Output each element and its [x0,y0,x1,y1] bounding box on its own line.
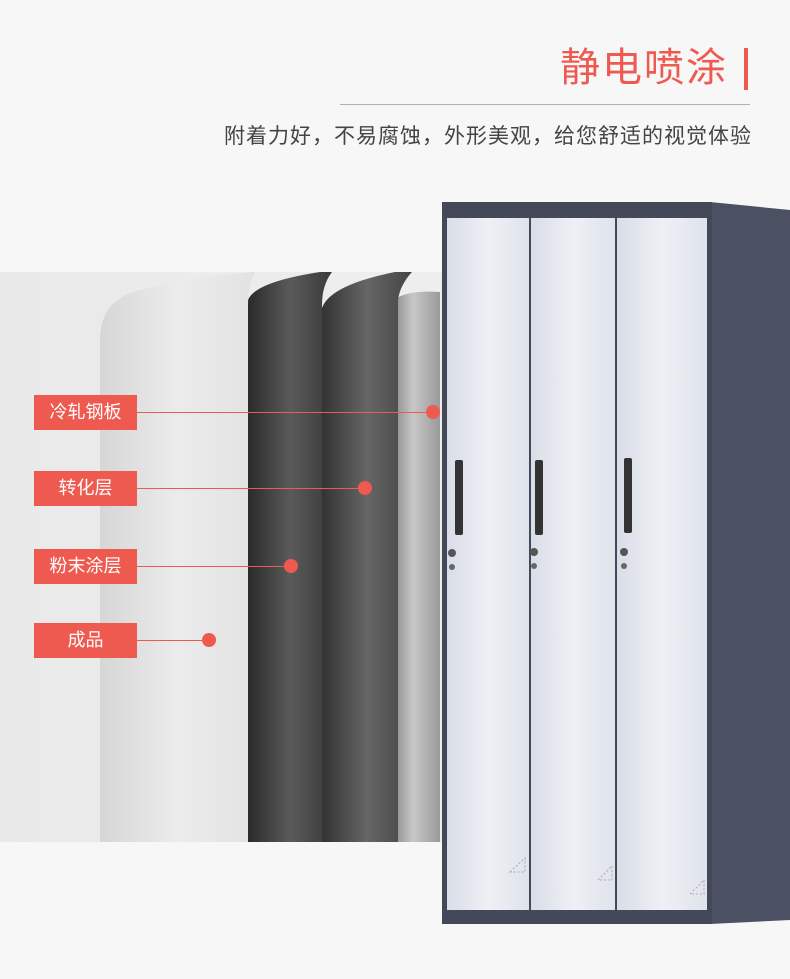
door-2-handle [535,460,543,535]
layer-powder-coating [248,272,332,842]
callout-dot-4 [202,633,216,647]
layer-conversion [322,272,412,842]
locker-door-1 [447,218,529,910]
layer-finished [100,272,255,842]
section-title: 静电喷涂 [560,45,728,91]
callout-line-1 [137,412,433,413]
header-divider [340,104,750,105]
door-3-handle [624,458,632,533]
locker-door-2 [531,218,615,910]
callout-dot-1 [426,405,440,419]
locker-door-3 [617,218,707,910]
door-1-handle [455,460,463,535]
callout-line-4 [137,640,209,641]
locker-cabinet [442,202,790,924]
layer-steel-plate [395,291,440,843]
callout-dot-2 [358,481,372,495]
callout-label-finished: 成品 [34,623,137,658]
title-accent-bar [744,48,748,90]
callout-label-powder-coating: 粉末涂层 [34,549,137,584]
callout-line-2 [137,488,365,489]
callout-label-conversion-layer: 转化层 [34,471,137,506]
callout-label-cold-rolled-steel: 冷轧钢板 [34,395,137,430]
section-subtitle: 附着力好，不易腐蚀，外形美观，给您舒适的视觉体验 [224,124,752,148]
callout-line-3 [137,566,291,567]
callout-dot-3 [284,559,298,573]
